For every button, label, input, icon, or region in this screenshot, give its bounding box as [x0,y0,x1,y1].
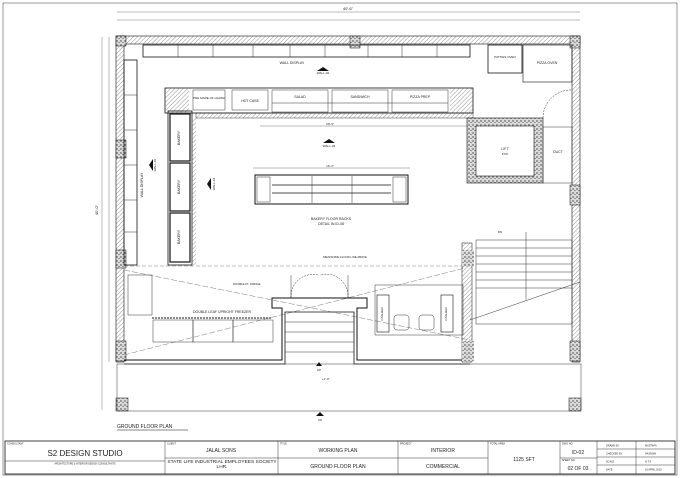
service-counter: PRE MADE OF HALWA HOT CASE SALAD SANDWIC… [164,87,474,148]
sheet-no: 02 OF 03 [568,466,589,472]
sheet-no-label: SHEET NO. [562,459,576,462]
lift-size: 6'X6' [502,152,509,156]
client-name: JALAL SONS [206,448,237,454]
hot-case-label: HOT CASE [241,99,259,103]
wall-display-top-label: WALL DISPLAY [280,61,305,65]
cashier-label-2: CASHIER [444,307,448,321]
wall-01-marker: WALL-01 [153,158,157,171]
exterior-walls [115,35,582,412]
meta-key: DATE [606,469,613,472]
wall-04-marker: WALL-04 [212,177,216,190]
freezer-label: DOUBLE LEAF UPRIGHT FREEZER [193,310,252,314]
wall-display-left-label: WALL DISPLAY [140,172,144,197]
pizza-prep-label: PIZZA PREP [410,95,431,99]
wall-02-marker: WALL-02 [317,71,330,75]
lift-label: LIFT [501,147,509,151]
drawing-subtitle: GROUND FLOOR PLAN [310,464,366,470]
cashier-area: CASHIER CASHIER [374,284,464,336]
wall-display-top: WALL DISPLAY WALL-02 [142,44,471,75]
meta-value: N.T.S [645,461,651,464]
bakery-floor-racks: 16'-3" BAKERY FLOOR RACKS DETAIL IN ID-0… [253,164,410,226]
consultant-label: CONSULTANT [7,443,24,446]
project-label: PROJECT [400,443,412,446]
meta-key: DRAWN BY [606,445,620,448]
front-porch [116,363,582,412]
plan-title: GROUND FLOOR PLAN [117,424,173,430]
level-label: +1'-0" [322,377,330,381]
rack-width-dim: 16'-3" [326,164,334,168]
wall-display-left: WALL DISPLAY WALL-01 [123,59,157,266]
sandwich-label: SANDWICH [350,95,370,99]
pizza-oven-label: PIZZA OVEN [537,61,558,65]
area-label: TOTAL AREA [490,443,505,446]
bakery-label-2: BAKERY [177,179,181,194]
porch-up-label: UP [318,418,322,422]
inner-width-dim: 29'-3" [326,122,334,126]
entrance-up-label: UP [317,368,321,372]
bakery-label-1: BAKERY [177,130,181,145]
drawing-title: WORKING PLAN [319,448,358,454]
overall-width-dim: 40'-6" [343,6,354,11]
double-fridge-label: DOUBLE FT. FRIDGE [233,282,261,286]
meta-key: SCALE [606,461,615,464]
overall-depth-dim: 40'-0" [94,204,99,215]
total-area: 1125 SFT [513,457,535,463]
cashier-label-1: CASHIER [380,307,384,321]
stair-dn-label: DN [498,230,502,234]
floor-racks-label: BAKERY FLOOR RACKS [311,217,352,221]
studio-name: S2 DESIGN STUDIO [47,449,122,458]
meta-value: MUSTAFA [645,445,657,448]
entrance: UP +1'-0" [124,273,470,381]
dimension-lines: 40'-6" 40'-0" [94,6,580,410]
mezzanine-label: MEZZANINE FLOOR LINE ABOVE [323,255,367,259]
salad-label: SALAD [294,95,306,99]
meta-key: CHECKED BY [606,453,623,456]
floor-racks-detail: DETAIL IN ID-08 [318,222,344,226]
client-location: STATE LIFE INDUSTRIAL EMPLOYEES SOCIETY … [167,460,277,470]
title-label: TITLE [280,443,287,446]
freezer-area: DOUBLE LEAF UPRIGHT FREEZER DOUBLE FT. F… [123,267,471,356]
project-name: INTERIOR [431,448,455,454]
meta-value: 18 APRIL 2022 [645,469,662,472]
title-block: CONSULTANT S2 DESIGN STUDIO ARCHITECTURE… [4,440,676,475]
bakery-label-3: BAKERY [177,229,181,244]
kitchen-area: PATTIES OVEN PIZZA OVEN LIFT 6'X6' DUCT [466,44,573,184]
bakery-cabinets: BAKERY BAKERY BAKERY WALL-04 [167,110,216,266]
project-type: COMMERCIAL [426,464,460,470]
staircase: DN [461,230,581,363]
dwg-no: ID-02 [572,450,584,456]
meta-value: HASNAIN [645,453,656,456]
pre-made-label: PRE MADE OF HALWA [193,96,225,100]
patties-oven-label: PATTIES OVEN [494,55,515,59]
studio-tagline: ARCHITECTURE & INTERIOR DESIGN CONSULTAN… [54,463,115,466]
duct-label: DUCT [553,150,564,154]
client-label: CLIENT [167,443,176,446]
wall-03-marker: WALL-03 [323,144,336,148]
dwg-no-label: DWG NO. [562,443,574,446]
